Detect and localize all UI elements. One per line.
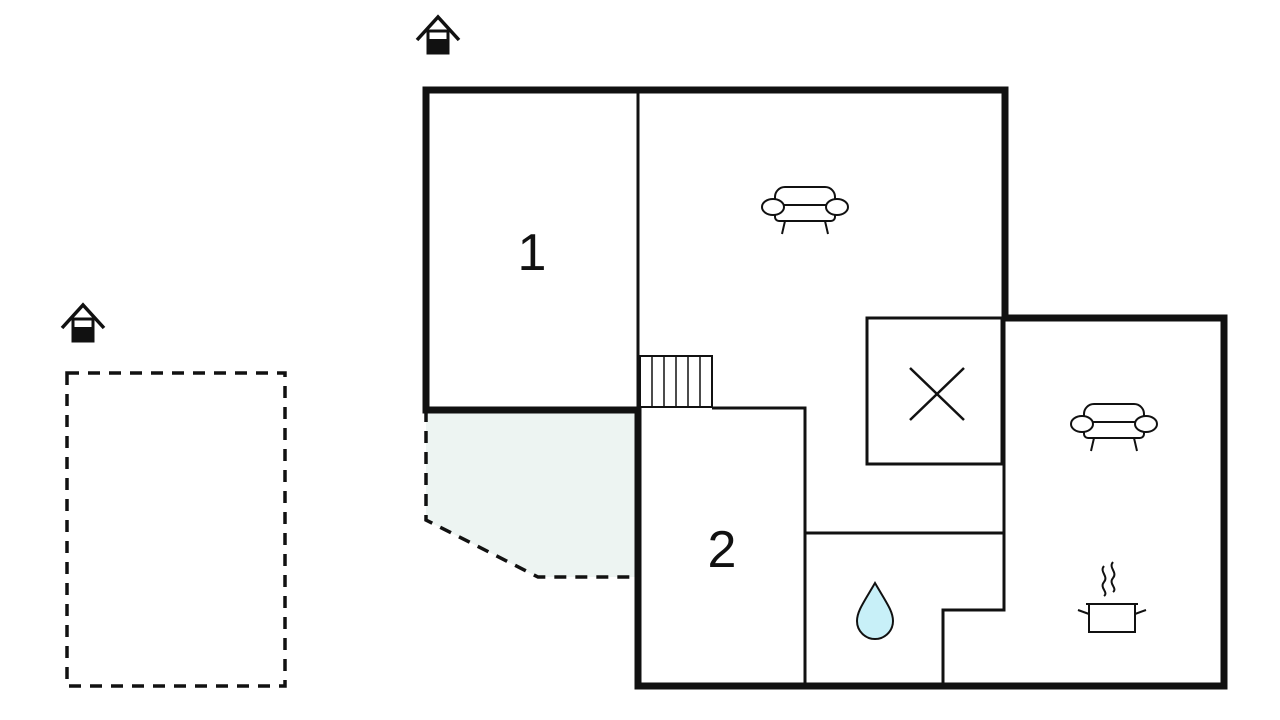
wall-bathroom: [805, 531, 1006, 686]
room-1-label: 1: [518, 224, 547, 282]
house-entry-icon: [60, 302, 106, 343]
outdoor-terrace-attached: [426, 410, 638, 577]
sofa-icon: [1070, 403, 1158, 452]
house-entry-icon: [415, 14, 461, 55]
room-2-label: 2: [708, 521, 737, 579]
empty-space-cross-icon: [909, 367, 965, 421]
outdoor-terrace-left: [65, 371, 287, 688]
room-1-walls: [422, 86, 642, 414]
wall-room2: [712, 406, 807, 686]
cooking-pot-icon: [1077, 561, 1147, 633]
terrace-dashed-edge: [424, 410, 636, 579]
sofa-icon: [761, 186, 849, 235]
water-drop-icon: [855, 581, 895, 640]
open-space-box: [865, 316, 1004, 466]
staircase-icon: [639, 355, 713, 408]
main-outer-walls: [634, 86, 1228, 690]
